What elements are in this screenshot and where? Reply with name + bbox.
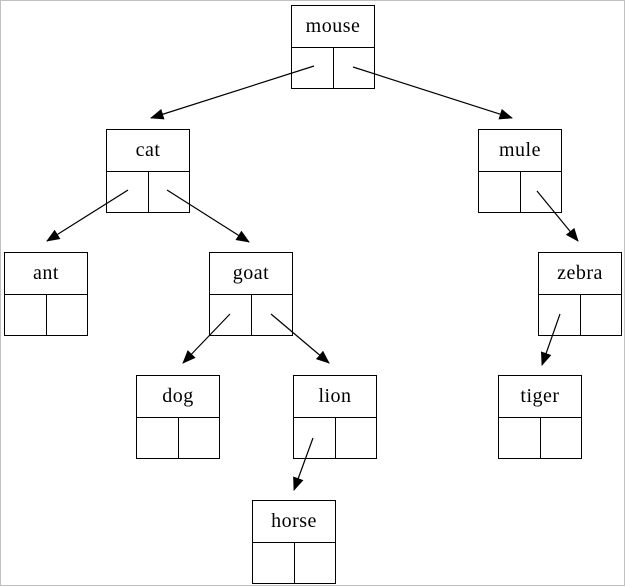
right-pointer-cell — [521, 172, 562, 213]
left-pointer-cell — [137, 418, 179, 459]
tree-node-tiger: tiger — [498, 375, 582, 459]
left-pointer-cell — [479, 172, 521, 213]
node-pointer-cells — [5, 295, 87, 336]
node-label-zebra: zebra — [539, 253, 621, 295]
node-label-mouse: mouse — [292, 6, 374, 48]
right-pointer-cell — [581, 295, 622, 336]
node-label-lion: lion — [294, 376, 376, 418]
tree-node-zebra: zebra — [538, 252, 622, 336]
left-pointer-cell — [539, 295, 581, 336]
node-pointer-cells — [253, 543, 335, 584]
node-pointer-cells — [479, 172, 561, 213]
right-pointer-cell — [47, 295, 88, 336]
node-label-ant: ant — [5, 253, 87, 295]
tree-node-mouse: mouse — [291, 5, 375, 89]
left-pointer-cell — [292, 48, 334, 89]
node-pointer-cells — [137, 418, 219, 459]
right-pointer-cell — [336, 418, 377, 459]
node-label-cat: cat — [107, 130, 189, 172]
edge-mouse-right-to-mule — [352, 66, 513, 120]
right-pointer-cell — [295, 543, 336, 584]
tree-node-ant: ant — [4, 252, 88, 336]
node-label-tiger: tiger — [499, 376, 581, 418]
tree-node-cat: cat — [106, 129, 190, 213]
node-pointer-cells — [294, 418, 376, 459]
tree-node-mule: mule — [478, 129, 562, 213]
right-pointer-cell — [179, 418, 220, 459]
tree-node-goat: goat — [209, 252, 293, 336]
node-label-horse: horse — [253, 501, 335, 543]
edge-mouse-left-to-cat — [150, 65, 315, 120]
left-pointer-cell — [107, 172, 149, 213]
node-pointer-cells — [210, 295, 292, 336]
tree-node-horse: horse — [252, 500, 336, 584]
tree-node-lion: lion — [293, 375, 377, 459]
node-pointer-cells — [499, 418, 581, 459]
left-pointer-cell — [294, 418, 336, 459]
node-pointer-cells — [292, 48, 374, 89]
right-pointer-cell — [252, 295, 293, 336]
left-pointer-cell — [5, 295, 47, 336]
node-pointer-cells — [539, 295, 621, 336]
node-label-goat: goat — [210, 253, 292, 295]
right-pointer-cell — [149, 172, 190, 213]
left-pointer-cell — [210, 295, 252, 336]
left-pointer-cell — [253, 543, 295, 584]
tree-node-dog: dog — [136, 375, 220, 459]
node-label-mule: mule — [479, 130, 561, 172]
right-pointer-cell — [541, 418, 582, 459]
node-pointer-cells — [107, 172, 189, 213]
right-pointer-cell — [334, 48, 375, 89]
left-pointer-cell — [499, 418, 541, 459]
node-label-dog: dog — [137, 376, 219, 418]
